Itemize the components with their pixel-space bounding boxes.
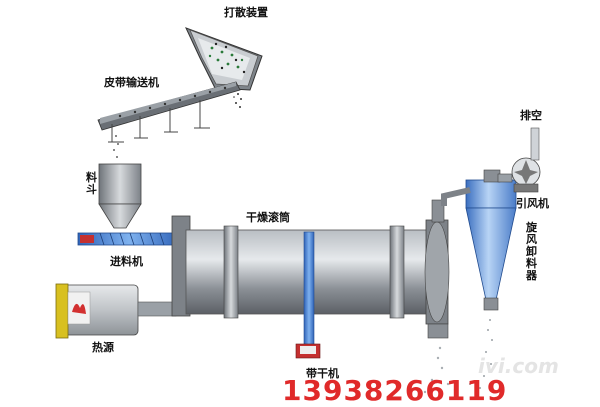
- material-pile: [423, 346, 457, 394]
- hopper-graphic: [98, 163, 142, 229]
- feeder-graphic: [77, 232, 181, 246]
- heat-source-label: 热源: [92, 341, 114, 354]
- dryer-drum-label: 干燥滚筒: [246, 211, 290, 224]
- feeder-label: 进料机: [110, 255, 143, 268]
- heat-source-graphic: [55, 283, 177, 339]
- exhaust-label: 排空: [520, 109, 542, 122]
- scatter-device-label: 打散装置: [224, 6, 268, 19]
- induced-fan-label: 引风机: [516, 197, 549, 210]
- belt-conveyor-label: 皮带输送机: [104, 76, 159, 89]
- scatter-device-graphic: [185, 27, 263, 108]
- driver-label: 带干机: [306, 367, 339, 380]
- dryer-drum-graphic: [171, 199, 450, 359]
- contact-phone: 13938266119: [282, 374, 508, 407]
- belt-conveyor-graphic: [97, 81, 241, 158]
- watermark: ivi.com: [478, 354, 559, 378]
- induced-fan-graphic: [497, 127, 541, 193]
- hopper-label: 料斗: [86, 171, 97, 196]
- cyclone-label: 旋风卸料器: [526, 221, 537, 282]
- cyclone-graphic: [441, 169, 517, 389]
